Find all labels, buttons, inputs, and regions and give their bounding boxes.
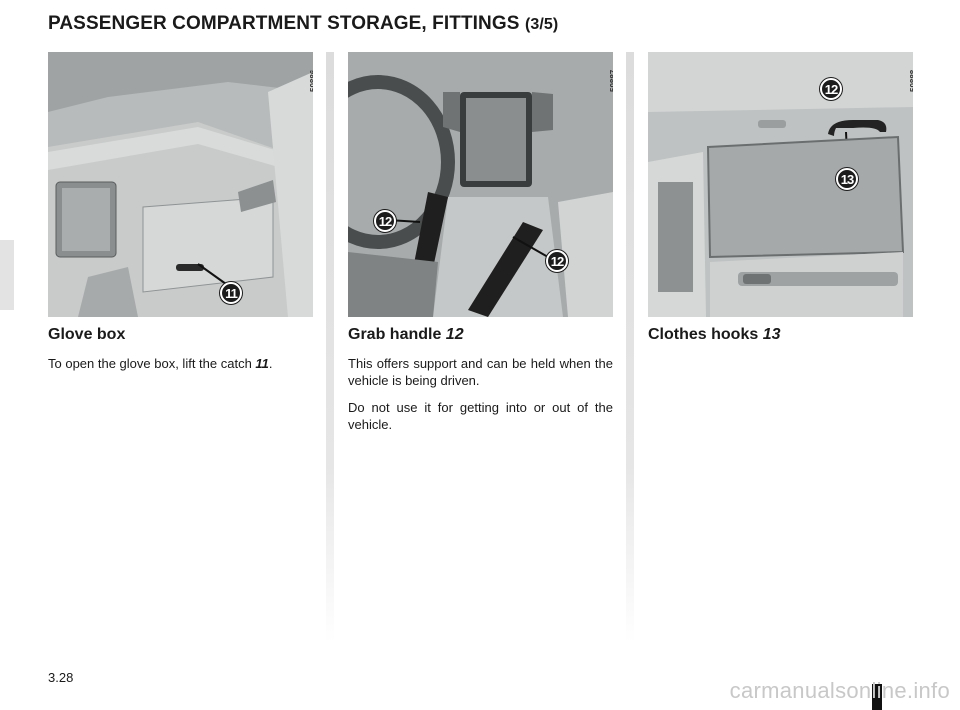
paragraph: To open the glove box, lift the catch 11… [48, 355, 313, 372]
section-heading-reference: 13 [762, 326, 781, 343]
page-title-text: PASSENGER COMPARTMENT STORAGE, FITTINGS [48, 13, 520, 34]
grab-handle-section: 12 12 50887 Grab handle 12 This offers s… [348, 52, 613, 433]
section-heading-text: Glove box [48, 326, 126, 343]
paragraph-reference: 11 [255, 356, 269, 371]
clothes-hooks-section: 12 13 50888 Clothes hooks 13 [648, 52, 913, 344]
section-heading: Grab handle 12 [348, 326, 613, 344]
paragraph: This offers support and can be held when… [348, 355, 613, 389]
callout-12: 12 [374, 210, 396, 232]
paragraph: Do not use it for getting into or out of… [348, 399, 613, 433]
figure-reference: 50888 [909, 69, 913, 92]
section-heading-reference: 12 [445, 326, 464, 343]
section-heading: Glove box [48, 326, 313, 344]
dashboard-drawing [48, 52, 313, 317]
paragraph-text: Do not use it for getting into or out of… [348, 400, 613, 432]
clothes-hooks-illustration: 12 13 50888 [648, 52, 913, 317]
chapter-tab [0, 240, 14, 310]
section-heading-text: Clothes hooks [648, 326, 763, 343]
glove-box-illustration: 11 50886 [48, 52, 313, 317]
column-divider [326, 52, 334, 642]
figure-reference: 50886 [309, 69, 313, 92]
callout-13: 13 [836, 168, 858, 190]
paragraph-end: . [268, 356, 273, 371]
paragraph-text: This offers support and can be held when… [348, 356, 613, 388]
page-title: PASSENGER COMPARTMENT STORAGE, FITTINGS … [48, 13, 558, 35]
watermark: carmanualsonline.info [729, 678, 950, 703]
grab-handle-illustration: 12 12 50887 [348, 52, 613, 317]
glove-box-section: 11 50886 Glove box To open the glove box… [48, 52, 313, 372]
callout-12: 12 [820, 78, 842, 100]
page-corner-mark [872, 684, 882, 710]
callout-12: 12 [546, 250, 568, 272]
column-divider [626, 52, 634, 642]
section-heading-text: Grab handle [348, 326, 446, 343]
page-title-suffix: (3/5) [524, 16, 559, 33]
figure-reference: 50887 [609, 69, 613, 92]
paragraph-text: To open the glove box, lift the catch [48, 356, 256, 371]
section-heading: Clothes hooks 13 [648, 326, 913, 344]
page-number: 3.28 [48, 670, 74, 685]
rear-door-drawing [648, 52, 913, 317]
center-console-drawing [348, 52, 613, 317]
callout-11: 11 [220, 282, 242, 304]
